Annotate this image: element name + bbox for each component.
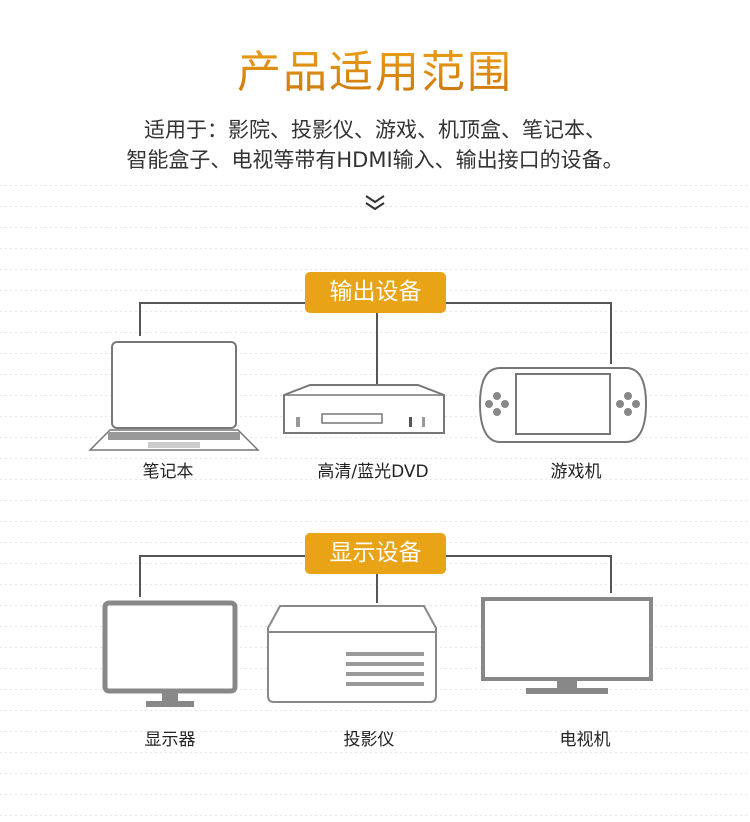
page-title: 产品适用范围 bbox=[0, 36, 750, 100]
laptop-icon bbox=[88, 341, 260, 451]
subtitle-line-2: 智能盒子、电视等带有HDMI输入、输出接口的设备。 bbox=[126, 148, 624, 172]
device-label-projector: 投影仪 bbox=[343, 730, 395, 750]
device-label-laptop: 笔记本 bbox=[142, 462, 194, 482]
device-label-dvd: 高清/蓝光DVD bbox=[317, 462, 429, 482]
connector-line bbox=[376, 573, 378, 603]
connector-line bbox=[376, 312, 378, 384]
handheld-console-icon bbox=[478, 367, 648, 443]
double-chevron-down-icon bbox=[365, 195, 385, 211]
connector-line bbox=[139, 302, 141, 336]
connector-line bbox=[610, 555, 612, 593]
tv-icon bbox=[481, 597, 653, 694]
monitor-icon bbox=[102, 600, 238, 707]
connector-line bbox=[139, 555, 141, 597]
device-label-console: 游戏机 bbox=[550, 462, 602, 482]
connector-line bbox=[610, 302, 612, 364]
subtitle-line-1: 适用于：影院、投影仪、游戏、机顶盒、笔记本、 bbox=[144, 118, 606, 142]
output-devices-badge: 输出设备 bbox=[305, 272, 446, 313]
device-label-tv: 电视机 bbox=[559, 730, 611, 750]
dvd-player-icon bbox=[283, 384, 445, 434]
display-devices-badge: 显示设备 bbox=[305, 533, 446, 574]
device-label-monitor: 显示器 bbox=[144, 730, 196, 750]
projector-icon bbox=[267, 605, 437, 703]
